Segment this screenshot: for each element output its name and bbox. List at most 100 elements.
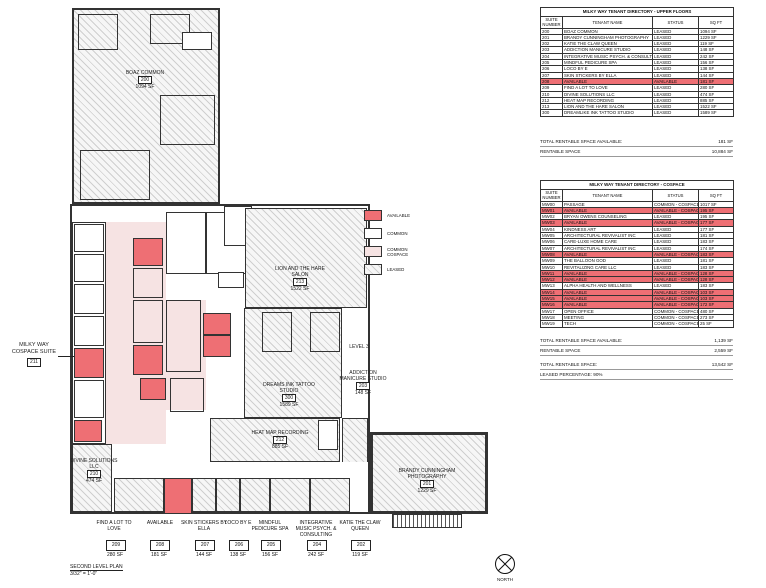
- plan-title: SECOND LEVEL PLAN 3/32" = 1'-0": [70, 564, 123, 577]
- room-divine-solutions[interactable]: [72, 444, 112, 512]
- status-cell: COMMON - COSPACE: [652, 313, 699, 322]
- cospace-summary-available-label: TOTAL RENTABLE SPACE AVAILABLE:: [540, 338, 623, 343]
- sqft-cell: 183 SF: [697, 282, 735, 290]
- east-wing: [370, 432, 488, 514]
- bottom-sf-208: 181 SF: [150, 552, 168, 558]
- dream-num: 300: [281, 394, 297, 402]
- room-find-a-lot-to-love[interactable]: [114, 478, 164, 512]
- status-cell: AVAILABLE - COSPACE: [652, 269, 699, 278]
- bottom-num-205: 205: [261, 540, 281, 551]
- office-outline-c: [74, 284, 104, 314]
- room-available-mw08[interactable]: [74, 348, 104, 378]
- room-integrative-music[interactable]: [270, 478, 310, 512]
- room-katie-claw-queen[interactable]: [310, 478, 350, 512]
- legend-label-common: COMMON: [387, 231, 408, 236]
- room-available-208[interactable]: [164, 478, 192, 514]
- room-available-mw11[interactable]: [74, 420, 102, 442]
- upper-header-tenant: TENANT NAME: [562, 16, 653, 29]
- office-outline-e: [74, 380, 104, 418]
- room-available-mw01[interactable]: [133, 238, 163, 266]
- lion-num: 213: [292, 278, 308, 286]
- sqft-cell: 885 SF: [697, 96, 735, 105]
- room-lion-hare-salon[interactable]: [245, 208, 367, 308]
- bottom-name-206: LOCO BY E: [224, 520, 252, 526]
- divine-label: DIVINE SOLUTIONS LLC 210 474 SF: [70, 458, 118, 484]
- sqft-cell: 103 SF: [697, 295, 735, 303]
- room-loco-by-e[interactable]: [216, 478, 240, 512]
- sqft-cell: 144 SF: [697, 71, 735, 79]
- cospace-summary-available: TOTAL RENTABLE SPACE AVAILABLE:1,139 SF: [540, 336, 733, 346]
- upper-summary-rentable-value: 10,884 SF: [711, 149, 733, 154]
- cospace-header-sqft: SQ FT: [697, 189, 735, 202]
- cospace-header-suite: SUITE NUMBER: [540, 189, 563, 202]
- status-cell: LEASED: [652, 109, 699, 117]
- room-addiction-manicure[interactable]: [342, 418, 368, 464]
- office-outline-f: [133, 268, 163, 298]
- floor-plan: BOAZ COMMON 200 1094 SF LION AND THE HAR…: [12, 8, 515, 582]
- legend-item-available: AVAILABLE: [364, 210, 416, 221]
- legend-swatch-available: [364, 210, 382, 221]
- room-brandy-photography[interactable]: [372, 434, 486, 512]
- legend-item-common: COMMON: [364, 228, 416, 239]
- sqft-cell: 181 SF: [697, 257, 735, 265]
- boaz-inner-a: [78, 14, 118, 50]
- addiction-label: ADDICTION MANICURE STUDIO 203 148 SF: [338, 370, 388, 396]
- room-skin-stickers[interactable]: [192, 478, 216, 512]
- cospace-header-tenant: TENANT NAME: [562, 189, 653, 202]
- office-outline-h: [166, 300, 201, 372]
- room-available-mw14[interactable]: [203, 313, 231, 335]
- north-arrow-icon: [494, 553, 516, 575]
- cospace-title-row: MILKY WAY TENANT DIRECTORY - COSPACE: [539, 180, 735, 190]
- room-available-mw16[interactable]: [140, 378, 166, 400]
- room-mindful-pedicure[interactable]: [240, 478, 270, 512]
- divine-num: 210: [86, 470, 102, 478]
- legend-label-leased: LEASED: [387, 267, 405, 272]
- office-outline-d: [74, 316, 104, 346]
- boaz-inner-d: [80, 150, 150, 200]
- room-available-mw03[interactable]: [133, 345, 163, 375]
- cospace-summary-rentable-label: RENTABLE SPACE: [540, 348, 581, 353]
- status-cell: AVAILABLE - COSPACE: [652, 301, 699, 309]
- upper-summary-available-value: 181 SF: [718, 139, 733, 144]
- legend-item-leased: LEASED: [364, 264, 416, 275]
- hallway-south: [112, 462, 368, 478]
- status-cell: AVAILABLE - COSPACE: [652, 288, 699, 297]
- suite-cell: MW19: [540, 320, 563, 328]
- cospace-center[interactable]: [166, 300, 206, 410]
- legend-item-cospace: COMMON COSPACE: [364, 246, 416, 257]
- sqft-cell: 280 SF: [697, 84, 735, 92]
- bottom-sf-202: 119 SF: [352, 552, 368, 558]
- room-available-mw15[interactable]: [203, 335, 231, 357]
- legend-label-cospace: COMMON COSPACE: [387, 246, 409, 257]
- office-outline-b: [74, 254, 104, 282]
